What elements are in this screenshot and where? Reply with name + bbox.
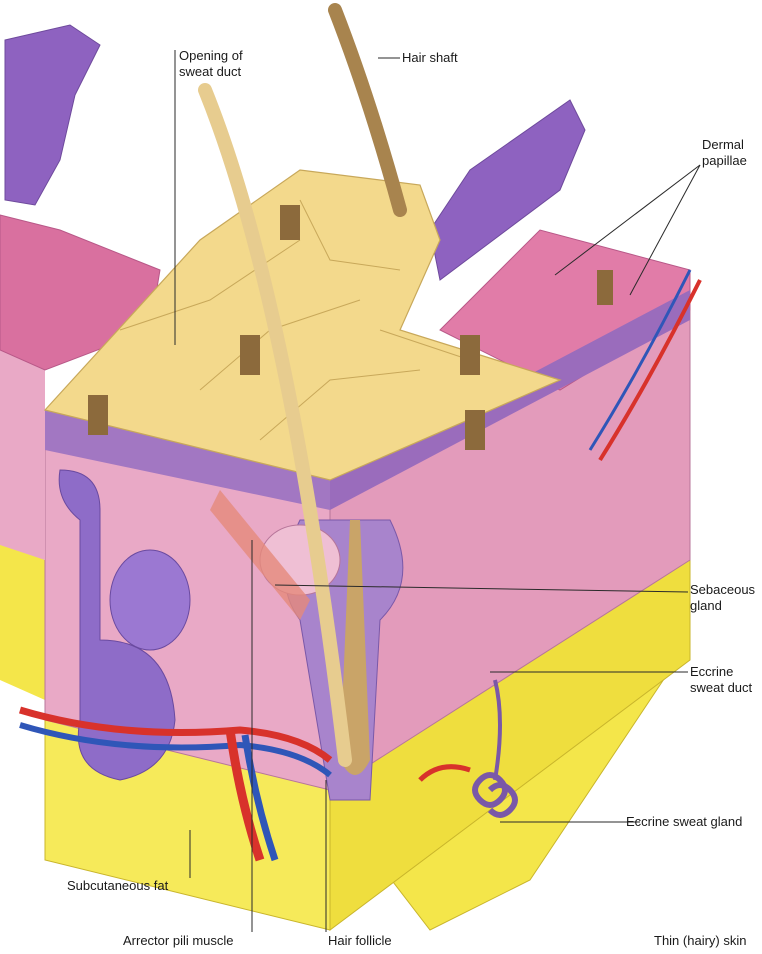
label-line: sweat duct (690, 680, 753, 695)
label-line: Opening of (179, 48, 243, 63)
label-hair-follicle: Hair follicle (328, 933, 392, 948)
label-line: Dermal (702, 137, 744, 152)
eccrine-gland-coil (472, 679, 518, 818)
apocrine-gland (58, 469, 191, 781)
label-hair-shaft: Hair shaft (402, 50, 458, 65)
label-line: papillae (702, 153, 747, 168)
hair-shafts (88, 3, 613, 767)
label-line: gland (690, 598, 722, 613)
label-opening-of-sweat-duct: Opening of sweat duct (179, 48, 243, 80)
figure-caption: Thin (hairy) skin (654, 933, 747, 948)
label-eccrine-sweat-gland: Eccrine sweat gland (626, 814, 743, 829)
label-line: Sebaceous (690, 582, 756, 597)
label-line: sweat duct (179, 64, 242, 79)
blood-vessels (18, 269, 702, 862)
label-arrector-pili-muscle: Arrector pili muscle (123, 933, 234, 948)
label-dermal-papillae: Dermal papillae (702, 137, 747, 169)
label-sebaceous-gland: Sebaceous gland (690, 582, 755, 614)
arrector-pili-muscle-shape (210, 490, 310, 620)
label-eccrine-sweat-duct: Eccrine sweat duct (690, 664, 752, 696)
label-subcutaneous-fat: Subcutaneous fat (67, 878, 169, 893)
label-line: Eccrine (690, 664, 734, 679)
leader-lines (174, 50, 701, 932)
